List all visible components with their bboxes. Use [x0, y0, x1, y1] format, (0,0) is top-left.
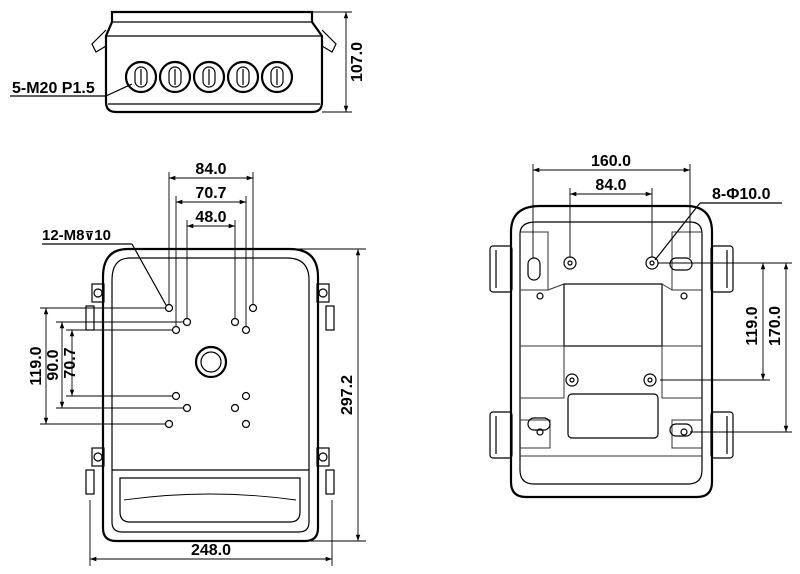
dim-48-label: 48.0	[195, 209, 226, 226]
front-view: 84.0 70.7 48.0 12-M8⊽10 119.0 90.0 70.7 …	[28, 161, 366, 566]
front-center-hole	[194, 345, 228, 379]
dim-90-label: 90.0	[45, 349, 62, 380]
hole-label: 8-Φ10.0	[712, 186, 771, 203]
front-view-drip-panel	[119, 477, 301, 523]
front-right-tab-top	[316, 283, 335, 331]
dim-160-label: 160.0	[591, 153, 631, 170]
thread-label: 5-M20 P1.5	[12, 80, 95, 97]
front-right-tab-bottom	[316, 447, 335, 495]
gland-1	[124, 60, 158, 94]
back-tr-bracket	[671, 231, 702, 291]
front-mounting-holes	[164, 303, 258, 429]
front-left-tab-top	[85, 283, 105, 331]
front-view-body	[101, 247, 320, 543]
top-view-body	[104, 10, 324, 114]
back-right-bracket-bottom	[710, 411, 734, 459]
thread-label-leader	[105, 83, 133, 97]
back-view-body	[509, 204, 714, 499]
dim-707-label: 70.7	[195, 185, 226, 202]
back-mr-panel	[661, 345, 702, 399]
dim-119b-label: 119.0	[744, 306, 761, 345]
gland-3	[192, 60, 226, 94]
dim-119-label: 119.0	[28, 346, 45, 385]
dim-248-label: 248.0	[191, 542, 231, 559]
back-left-bracket-bottom	[489, 411, 513, 459]
dim-297-label: 297.2	[339, 375, 356, 415]
back-slot-br	[669, 423, 693, 437]
back-lower-block	[567, 393, 659, 439]
back-slot-tl	[527, 257, 541, 281]
back-center-block	[563, 283, 663, 347]
back-view: 160.0 84.0 8-Φ10.0 119.0 170.0	[489, 153, 792, 499]
back-tl-bracket	[520, 231, 549, 291]
gland-4	[226, 60, 260, 94]
back-view-inner-body	[519, 221, 703, 485]
dim-84b-label: 84.0	[595, 177, 626, 194]
bolt-label: 12-M8⊽10	[42, 227, 111, 244]
bolt-label-leader	[131, 243, 167, 306]
hole-label-leader	[654, 202, 701, 261]
front-center-hole-inner	[200, 351, 222, 373]
gland-2	[158, 60, 192, 94]
top-view-right-clip	[321, 29, 337, 53]
back-slot-tr	[669, 257, 693, 271]
dim-84-label: 84.0	[195, 161, 226, 178]
front-left-tab-bottom	[85, 447, 105, 495]
dim-707v-label: 70.7	[62, 347, 79, 378]
back-ml-panel	[520, 345, 565, 399]
top-view: 5-M20 P1.5 107.0	[10, 10, 366, 114]
gland-5	[260, 60, 294, 94]
back-right-bracket-top	[710, 245, 734, 293]
front-view-drip-curve	[123, 493, 297, 501]
back-left-bracket-top	[489, 245, 513, 293]
dim-170-label: 170.0	[767, 306, 784, 346]
back-slot-bl	[527, 417, 551, 431]
back-block-links	[547, 283, 673, 291]
height-dim-label: 107.0	[349, 42, 366, 82]
front-view-inner-body	[111, 257, 310, 533]
top-view-left-clip	[91, 29, 107, 53]
